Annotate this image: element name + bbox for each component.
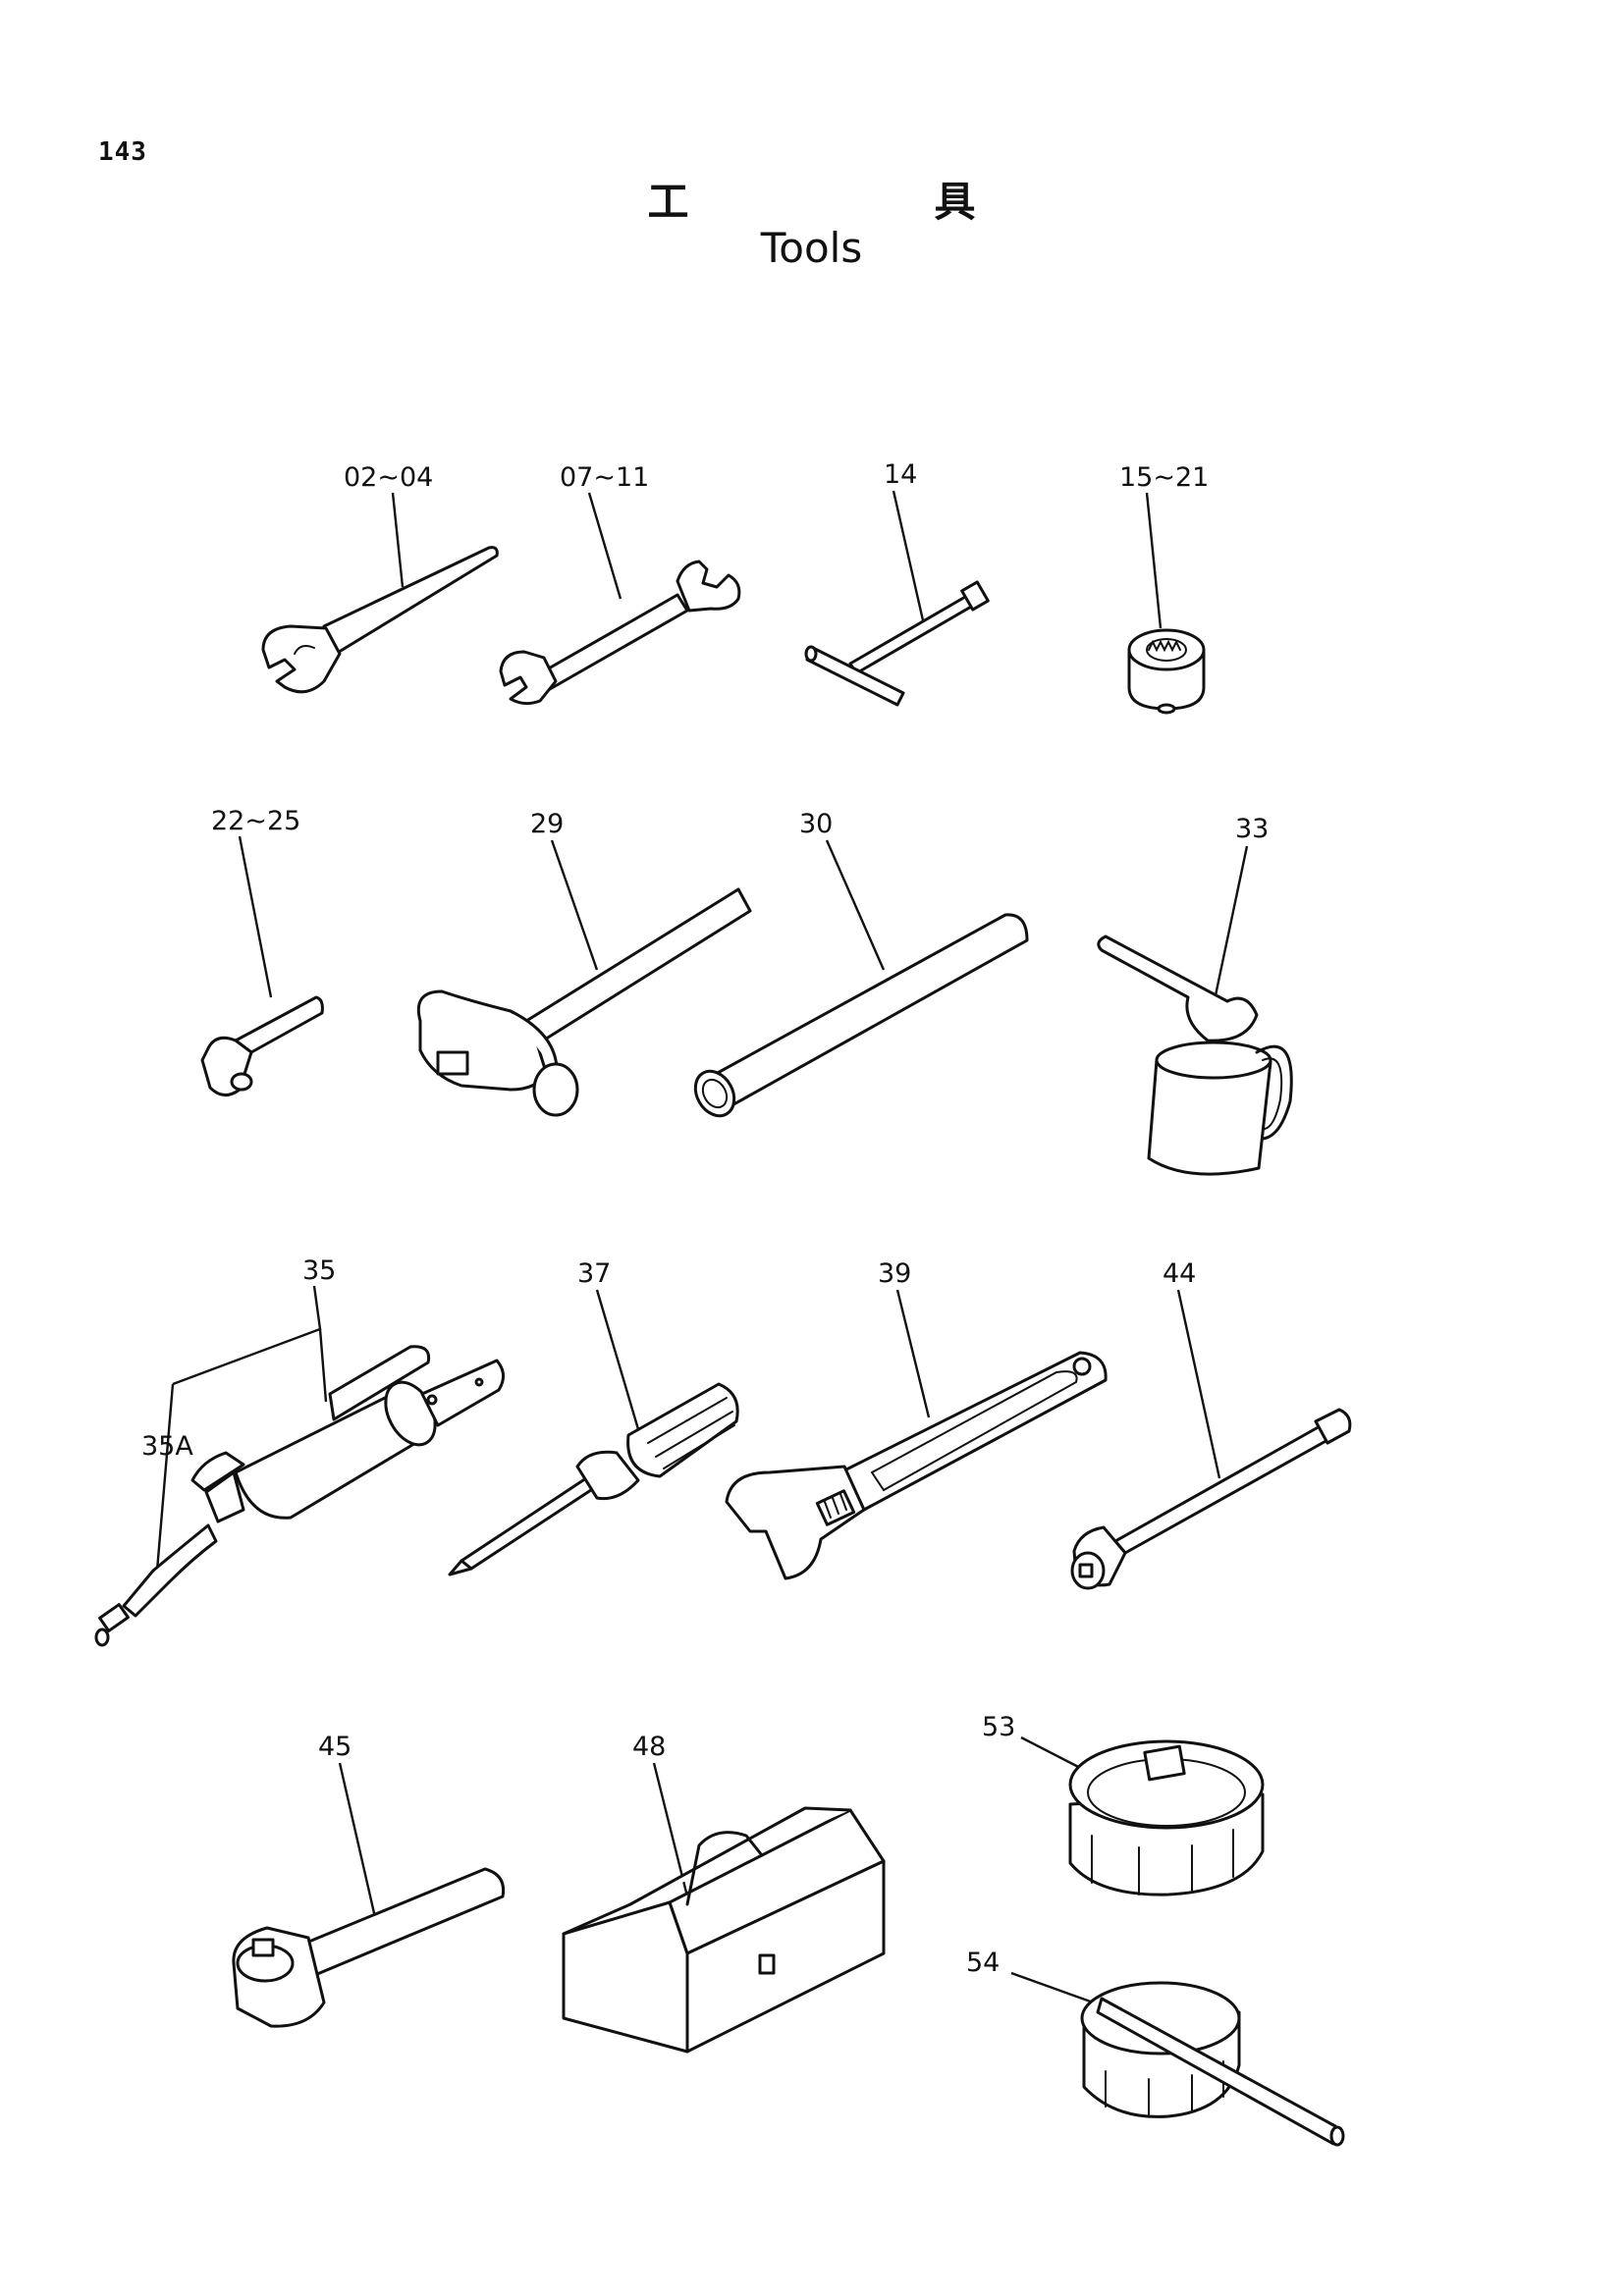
part-label: 54 (966, 1948, 1000, 1978)
hex-key-icon (200, 995, 324, 1096)
hammer-icon (416, 887, 752, 1117)
leader-line (587, 492, 622, 600)
part-02-04[interactable]: 02∼04 (261, 462, 499, 694)
part-label: 53 (982, 1712, 1015, 1742)
leader-line (825, 839, 886, 971)
part-53[interactable]: 53 (982, 1712, 1265, 1896)
leader-line (338, 1762, 379, 1927)
leader-line (318, 1328, 328, 1403)
part-15-21[interactable]: 15∼21 (1119, 462, 1209, 715)
leader-line (1145, 492, 1163, 629)
page-title-japanese: 工具 (647, 178, 1221, 226)
part-37[interactable]: 37 (448, 1258, 739, 1576)
part-label: 44 (1163, 1258, 1196, 1289)
page-number: 143 (98, 137, 147, 167)
open-end-wrench-icon (261, 546, 499, 694)
part-44[interactable]: 44 (1070, 1258, 1352, 1590)
page-title-english: Tools (760, 224, 863, 272)
part-label: 14 (884, 459, 917, 490)
ratchet-handle-icon (232, 1867, 506, 2028)
part-label: 29 (530, 809, 564, 839)
leader-line (895, 1289, 931, 1418)
part-label: 15∼21 (1119, 462, 1209, 493)
socket-icon (1127, 628, 1206, 715)
oil-can-icon (1097, 934, 1293, 1176)
part-33[interactable]: 33 (1097, 814, 1293, 1176)
part-35a[interactable]: 35A (94, 1383, 218, 1647)
part-label: 30 (799, 809, 833, 839)
filter-wrench-icon (1068, 1739, 1265, 1896)
leader-line (550, 839, 599, 971)
part-29[interactable]: 29 (416, 809, 752, 1117)
leader-line (172, 1285, 322, 1386)
part-54[interactable]: 54 (966, 1948, 1345, 2147)
part-label: 45 (318, 1732, 352, 1762)
t-handle-wrench-icon (804, 580, 990, 707)
part-07-11[interactable]: 07∼11 (499, 462, 741, 706)
grease-gun-icon (190, 1345, 505, 1523)
part-48[interactable]: 48 (562, 1732, 886, 2054)
adjustable-wrench-icon (725, 1351, 1108, 1580)
part-45[interactable]: 45 (232, 1732, 506, 2028)
part-label: 22∼25 (211, 806, 300, 836)
part-label: 35 (302, 1255, 336, 1286)
part-label: 48 (632, 1732, 666, 1762)
tool-box-icon (562, 1806, 886, 2054)
part-label: 37 (577, 1258, 611, 1289)
extension-bar-icon (1070, 1408, 1352, 1590)
part-35[interactable]: 35 (172, 1255, 505, 1523)
pipe-icon (693, 913, 1029, 1118)
part-39[interactable]: 39 (725, 1258, 1108, 1580)
leader-line (391, 492, 405, 588)
grease-nozzle-icon (94, 1523, 218, 1647)
part-label: 07∼11 (560, 462, 649, 493)
leader-line (892, 490, 925, 621)
leader-line (595, 1289, 640, 1430)
part-label: 33 (1235, 814, 1269, 844)
leader-line (155, 1383, 175, 1572)
filter-band-wrench-icon (1080, 1981, 1345, 2147)
leader-line (238, 835, 273, 998)
part-22-25[interactable]: 22∼25 (200, 806, 324, 1096)
leader-line (1176, 1289, 1221, 1479)
part-14[interactable]: 14 (804, 459, 990, 707)
double-open-end-wrench-icon (499, 560, 741, 706)
part-label: 39 (878, 1258, 911, 1289)
part-label: 02∼04 (344, 462, 433, 493)
screwdriver-icon (448, 1382, 739, 1576)
part-30[interactable]: 30 (687, 809, 1029, 1123)
leader-line (1214, 845, 1249, 996)
